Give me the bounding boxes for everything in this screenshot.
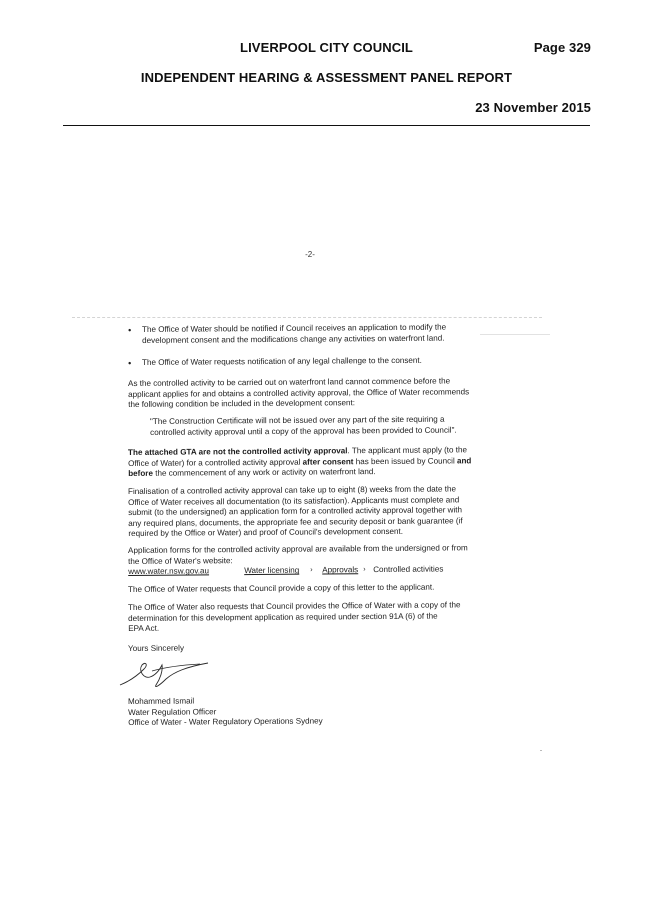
signature-image: [119, 662, 209, 688]
website-link[interactable]: www.water.nsw.gov.au: [128, 566, 210, 577]
quoted-condition: "The Construction Certificate will not b…: [150, 414, 457, 437]
nav-water-licensing-link[interactable]: Water licensing: [244, 565, 300, 576]
header-rule: [63, 125, 590, 126]
scan-edge-mark: [480, 334, 550, 335]
signatory-organisation: Office of Water - Water Regulatory Opera…: [128, 716, 323, 728]
report-date: 23 November 2015: [475, 100, 591, 115]
nav-controlled-activities: Controlled activities: [373, 564, 444, 575]
bullet-legal-challenge: • The Office of Water requests notificat…: [128, 355, 422, 369]
page-number: Page 329: [533, 40, 591, 55]
scan-edge-line: [72, 317, 542, 318]
bullet-icon: •: [128, 358, 132, 369]
chevron-right-icon: ›: [310, 566, 313, 574]
website-nav-line: www.water.nsw.gov.au Water licensing › A…: [128, 564, 508, 578]
paragraph-determination: The Office of Water also requests that C…: [128, 600, 461, 634]
letter-page-number: -2-: [305, 250, 315, 259]
paragraph-condition: As the controlled activity to be carried…: [128, 376, 470, 410]
bullet-modify-consent: • The Office of Water should be notified…: [128, 322, 447, 345]
signatory-block: Mohammed Ismail Water Regulation Officer…: [128, 694, 508, 729]
council-name: LIVERPOOL CITY COUNCIL: [240, 40, 413, 55]
report-title: INDEPENDENT HEARING & ASSESSMENT PANEL R…: [140, 70, 513, 85]
paragraph-gta: The attached GTA are not the controlled …: [128, 445, 472, 479]
paragraph-application-forms: Application forms for the controlled act…: [128, 543, 508, 578]
bullet-icon: •: [128, 325, 132, 336]
scan-speck: [540, 750, 542, 751]
nav-approvals-link[interactable]: Approvals: [322, 565, 359, 575]
chevron-right-icon: ›: [363, 566, 366, 574]
closing: Yours Sincerely: [128, 643, 185, 653]
paragraph-copy-letter: The Office of Water requests that Counci…: [128, 582, 435, 594]
paragraph-finalisation: Finalisation of a controlled activity ap…: [128, 484, 463, 539]
